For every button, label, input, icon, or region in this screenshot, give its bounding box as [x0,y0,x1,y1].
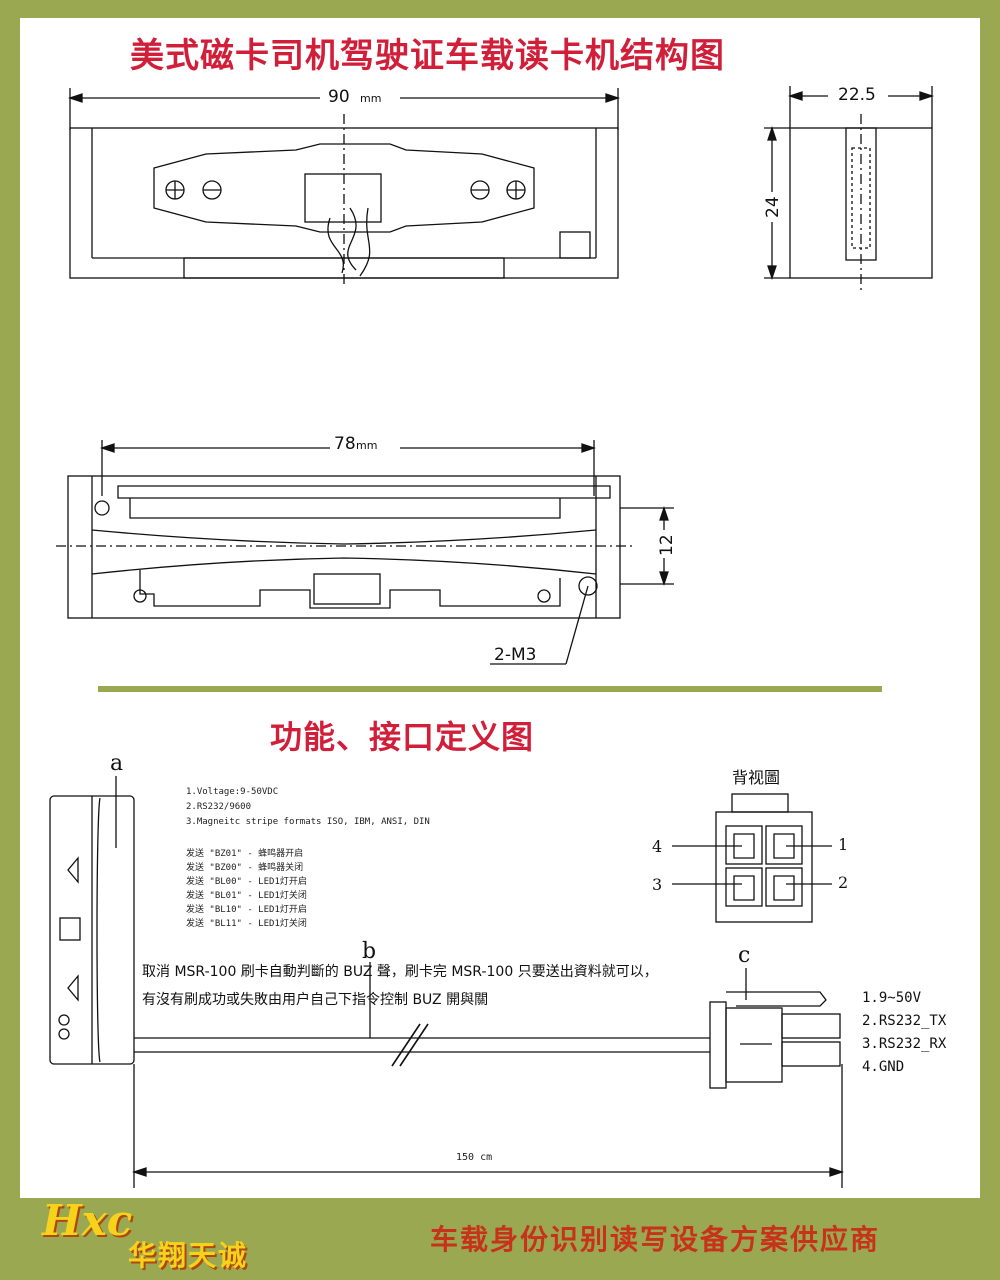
pin-label-1: 1 [838,835,848,854]
cable-length: 150 cm [456,1152,492,1163]
pin-cell [725,825,763,865]
pinout-3: 3.RS232_RX [862,1036,947,1052]
spec-block: 1.Voltage:9-50VDC 2.RS232/9600 3.Magneit… [186,787,430,929]
pin-label-2: 2 [838,873,848,892]
dim-label-bg [320,84,400,108]
top-view: 90 mm [67,84,621,288]
command-line: 发送 "BL00" - LED1灯开启 [186,875,307,887]
dim-78: 78 [334,434,356,454]
connector-housing [725,1007,783,1083]
command-line: 发送 "BZ01" - 蜂鸣器开启 [186,847,303,859]
pin-cell [765,825,803,865]
dim-24: 24 [763,196,783,218]
card-path-top [91,529,597,545]
connector-latch [726,991,827,1007]
section-title: 功能、接口定义图 [270,718,535,756]
note-line: 有沒有刷成功或失敗由用户自己下指令控制 BUZ 開與關 [142,991,488,1008]
command-line: 发送 "BZ00" - 蜂鸣器关闭 [186,861,303,873]
pinout-4: 4.GND [862,1059,904,1075]
back-view-diagram: 背视圖 4 1 3 2 [652,768,848,923]
note-line: 取消 MSR-100 刷卡自動判斷的 BUZ 聲，刷卡完 MSR-100 只要送… [142,963,658,980]
back-view-housing [715,811,813,923]
command-line: 发送 "BL10" - LED1灯开启 [186,903,307,915]
label-a: a [110,751,123,776]
cable-length-dimension: 150 cm [131,1064,845,1188]
dim-90: 90 [328,87,350,107]
command-line: 发送 "BL11" - LED1灯关闭 [186,917,307,929]
head-wires [327,207,371,277]
slogan: 车载身份识别读写设备方案供应商 [430,1223,881,1256]
dim-78-unit: mm [356,439,377,452]
pinout-2: 2.RS232_TX [862,1013,947,1029]
read-head [304,173,382,223]
reader-device: a [49,751,135,1065]
arrow-icon [67,856,79,884]
pinout-list: 1.9~50V 2.RS232_TX 3.RS232_RX 4.GND [862,990,947,1075]
indicator-light [58,1014,70,1026]
mount-hole-left [94,500,110,516]
logo-script: Hxc [42,1196,133,1245]
back-view-latch [731,793,789,813]
dim-22-5: 22.5 [838,85,876,105]
connector-pins [781,1013,841,1039]
top-rail [117,485,611,499]
logo-name: 华翔天诚 [128,1239,249,1272]
bottom-view: 78 mm 12 [56,434,678,665]
connector: c [709,943,841,1089]
cable: b [134,939,710,1067]
arrow-icon [67,974,79,1002]
arrow-right [605,93,621,103]
pin-cell [725,867,763,907]
rail-inner [129,498,561,519]
label-c: c [738,943,750,968]
pin-cell [765,867,803,907]
pin-label-3: 3 [652,875,662,894]
brand-logo: Hxc 华翔天诚 [28,1196,288,1276]
side-view: 22.5 24 [758,82,935,290]
card-path-bottom [91,557,597,575]
bottom-walls [91,476,597,618]
mount-hole-right [578,576,598,596]
back-view-title: 背视圖 [732,768,780,787]
connector-flange [709,1001,727,1089]
note-block: 取消 MSR-100 刷卡自動判斷的 BUZ 聲，刷卡完 MSR-100 只要送… [142,963,658,1008]
arrow-left [67,93,83,103]
label-b: b [362,939,376,964]
pin-label-4: 4 [652,837,662,856]
diagram-panel: 美式磁卡司机驾驶证车载读卡机结构图 功能、接口定义图 90 mm [20,18,980,1198]
indicator-light [58,1028,70,1040]
led-window [59,917,81,941]
head-lower [313,573,381,605]
bottom-outline [67,475,621,619]
section-divider [98,686,882,692]
bracket-lower [139,570,561,609]
slot-guide [851,147,871,249]
dim-90-unit: mm [360,92,381,105]
technical-drawing: 90 mm [49,82,947,1188]
pinout-1: 1.9~50V [862,990,922,1006]
read-head-bracket [153,143,535,233]
main-title: 美式磁卡司机驾驶证车载读卡机结构图 [130,36,725,76]
leader-line [565,585,589,665]
spec-line: 2.RS232/9600 [186,802,251,812]
dim-12: 12 [657,534,677,556]
spec-line: 3.Magneitc stripe formats ISO, IBM, ANSI… [186,817,430,827]
connector-block [559,231,591,259]
screw-label: 2-M3 [494,645,536,665]
command-line: 发送 "BL01" - LED1灯关闭 [186,889,307,901]
spec-line: 1.Voltage:9-50VDC [186,787,278,797]
cable-break [391,1023,421,1067]
